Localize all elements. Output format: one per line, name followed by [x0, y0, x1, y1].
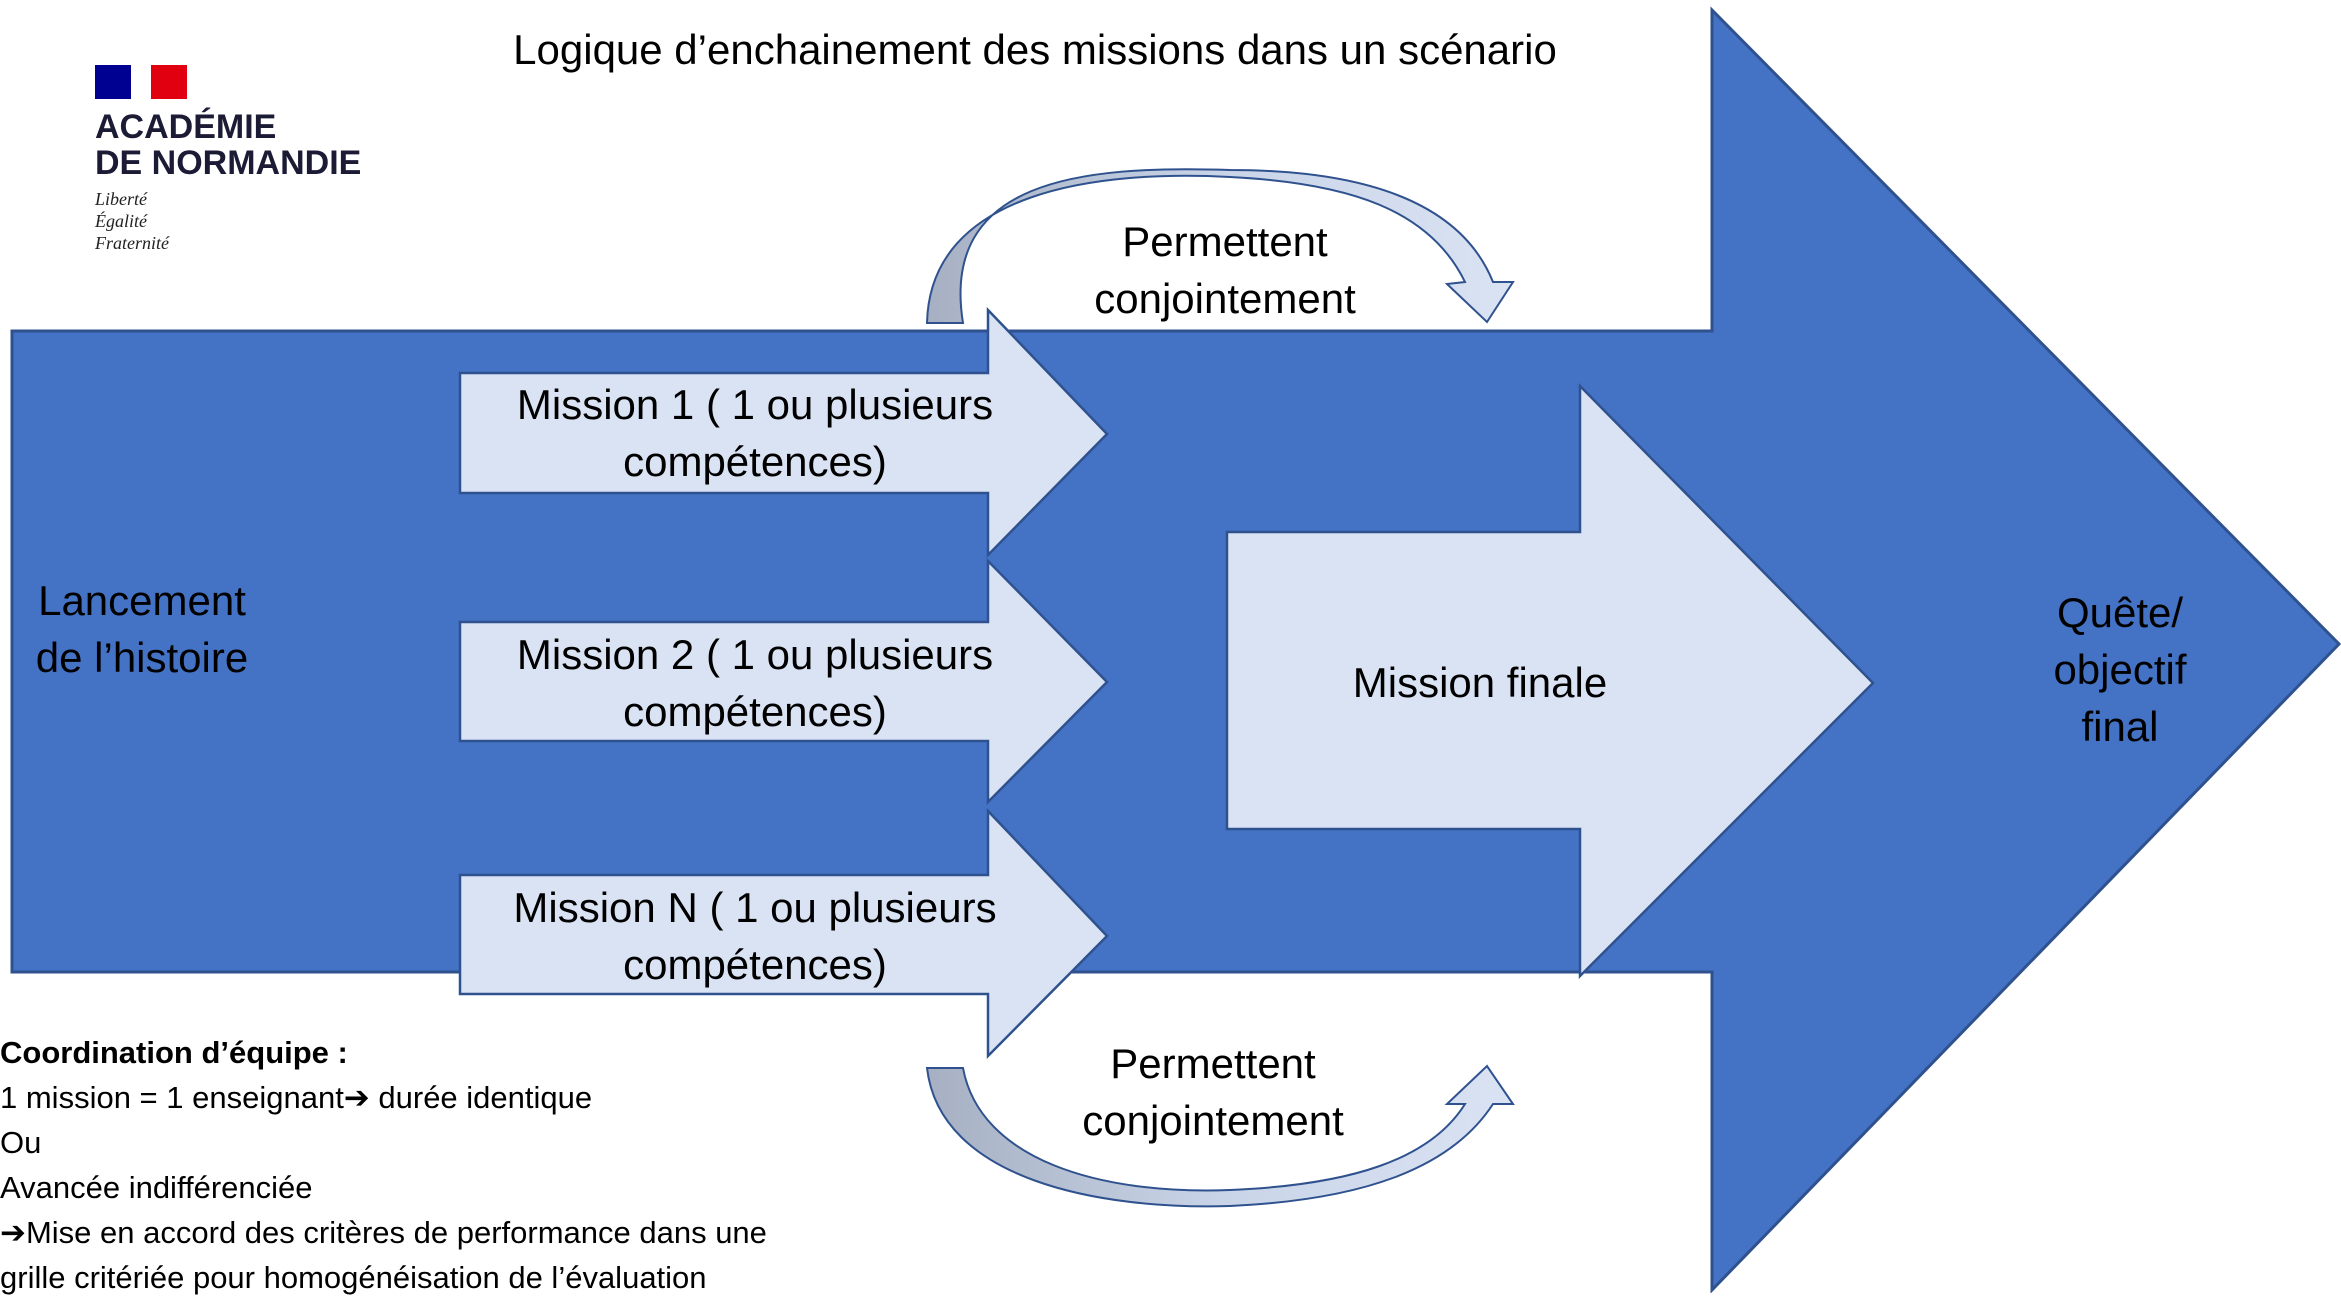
coordination-line: Avancée indifférenciée — [0, 1170, 313, 1205]
coordination-line: 1 mission = 1 enseignant➔ durée identiqu… — [0, 1080, 593, 1115]
mission-n-label: Mission N ( 1 ou plusieurs compétences) — [513, 884, 997, 988]
coordination-line: grille critériée pour homogénéisation de… — [0, 1260, 707, 1295]
mission-2-arrow — [458, 557, 1109, 806]
flag-icon — [95, 65, 187, 99]
coordination-line: Ou — [0, 1125, 42, 1160]
curved-top-label: Permettent conjointement — [1094, 218, 1356, 322]
curved-arrow-bottom — [925, 1064, 1515, 1208]
coordination-heading: Coordination d’équipe : — [0, 1035, 348, 1070]
coordination-notes: Coordination d’équipe : 1 mission = 1 en… — [0, 1030, 900, 1300]
story-start-label: Lancement de l’histoire — [35, 577, 249, 681]
final-mission-arrow — [1225, 382, 1875, 980]
final-mission-label: Mission finale — [1352, 659, 1608, 706]
mission-1-label: Mission 1 ( 1 ou plusieurs compétences) — [516, 381, 994, 485]
diagram-title: Logique d’enchainement des missions dans… — [513, 26, 1557, 73]
final-quest-label: Quête/ objectif final — [2053, 589, 2187, 750]
curved-arrow-top — [925, 168, 1515, 324]
mission-2-label: Mission 2 ( 1 ou plusieurs compétences) — [516, 631, 994, 735]
coordination-line: ➔Mise en accord des critères de performa… — [0, 1215, 767, 1250]
mission-n-arrow — [458, 807, 1109, 1060]
mission-1-arrow — [458, 306, 1109, 559]
curved-bottom-label: Permettent conjointement — [1082, 1040, 1344, 1144]
logo-motto: Liberté Égalité Fraternité — [95, 189, 169, 253]
academie-logo: ACADÉMIE DE NORMANDIE Liberté Égalité Fr… — [95, 65, 415, 265]
logo-org-name: ACADÉMIE DE NORMANDIE — [95, 108, 362, 182]
